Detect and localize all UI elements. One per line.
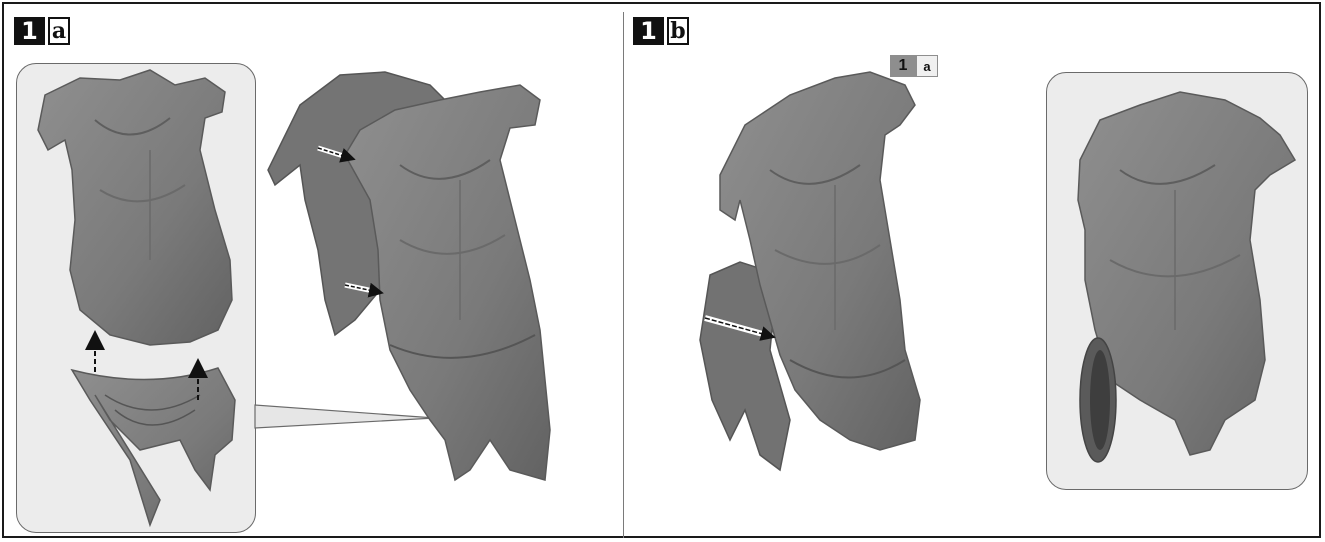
inset-b-assembled-torso	[1078, 92, 1295, 462]
inset-a-torso-part	[38, 70, 232, 345]
inset-a-lower-part	[72, 368, 235, 525]
callout-wedge	[255, 405, 435, 428]
